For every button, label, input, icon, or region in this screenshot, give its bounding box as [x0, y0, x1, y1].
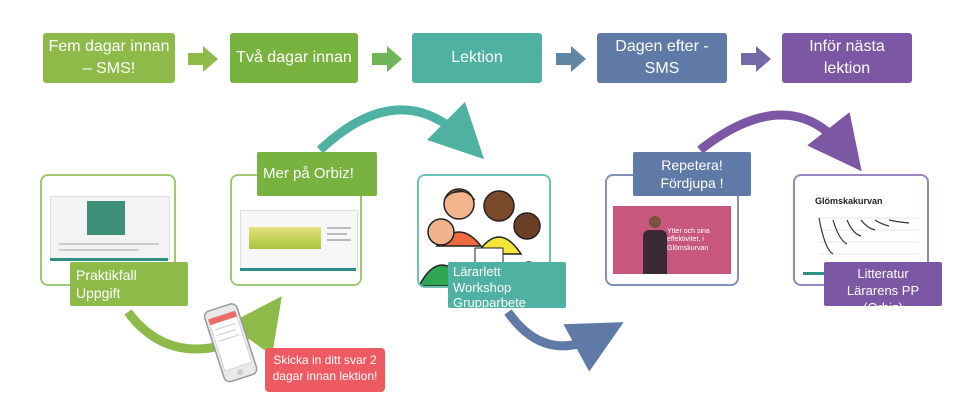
right-arrow-icon: [188, 46, 218, 72]
stage-infor-nasta: Inför nästa lektion: [782, 33, 912, 83]
right-arrow-icon: [372, 46, 402, 72]
stage-fem-dagar: Fem dagar innan – SMS!: [43, 33, 175, 83]
right-arrow-icon: [741, 46, 771, 72]
label-litteratur: Litteratur Lärarens PP (Orbiz): [824, 262, 942, 315]
thumbnail-page-body: [50, 196, 170, 260]
stage-lektion: Lektion: [412, 33, 542, 83]
stage-fem-dagar-label: Fem dagar innan – SMS!: [48, 38, 170, 77]
chart-title: Glömskakurvan: [815, 196, 883, 206]
sms-callout: Skicka in ditt svar 2 dagar innan lektio…: [265, 348, 385, 392]
curve-purple: [697, 110, 862, 172]
stage-infor-nasta-label: Inför nästa lektion: [809, 38, 885, 77]
sms-callout-text: Skicka in ditt svar 2 dagar innan lektio…: [272, 353, 378, 384]
right-arrow-icon: [556, 46, 586, 72]
label-litteratur-text: Litteratur Lärarens PP (Orbiz): [846, 266, 920, 315]
video-frame: Ytter och sina effektivitet, i Glömskurv…: [613, 206, 731, 274]
stage-tva-dagar-label: Två dagar innan: [236, 49, 352, 67]
label-lararlett: Lärarlett Workshop Grupparbete: [448, 262, 566, 311]
thumbnail-page-body: [240, 210, 358, 270]
label-mer-pa-orbiz-text: Mer på Orbiz!: [263, 165, 354, 183]
label-repetera-text: Repetera! Fördjupa !: [660, 157, 724, 192]
stage-dagen-efter-label: Dagen efter - SMS: [615, 38, 709, 77]
stage-dagen-efter: Dagen efter - SMS: [597, 33, 727, 83]
curve-teal: [316, 101, 485, 160]
presenter-figure: [643, 216, 667, 274]
label-mer-pa-orbiz: Mer på Orbiz!: [257, 152, 377, 196]
curve-blue: [504, 309, 624, 372]
stage-lektion-label: Lektion: [451, 49, 503, 67]
curve-green: [124, 296, 282, 356]
video-title: Ytter och sina effektivitet, i Glömskurv…: [667, 228, 710, 252]
label-lararlett-text: Lärarlett Workshop Grupparbete: [453, 264, 526, 311]
smartphone-icon: [203, 303, 258, 383]
label-praktikfall: Praktikfall Uppgift: [70, 262, 188, 306]
label-repetera: Repetera! Fördjupa !: [633, 152, 751, 196]
forgetting-curve-graphic: [809, 210, 921, 268]
label-praktikfall-text: Praktikfall Uppgift: [76, 267, 137, 302]
stage-tva-dagar: Två dagar innan: [230, 33, 358, 83]
thumbnail-orbiz: [230, 174, 362, 286]
